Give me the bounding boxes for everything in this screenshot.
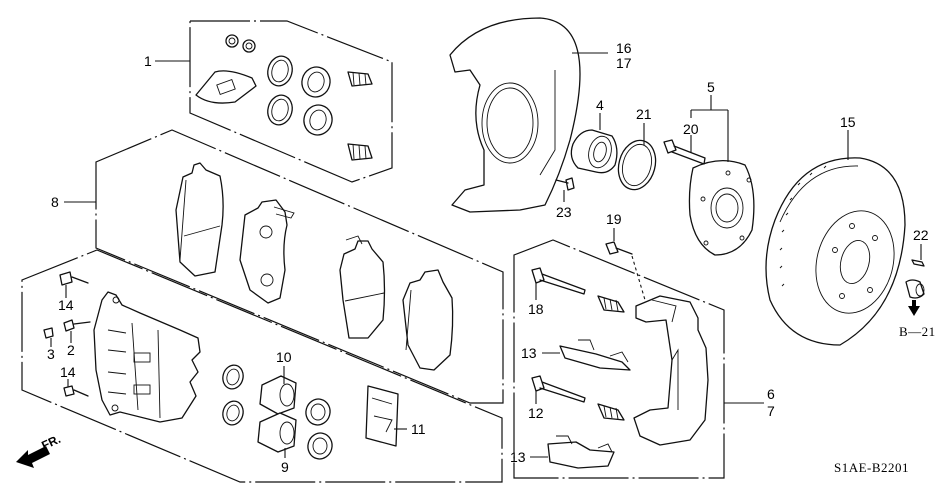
callout-1-label: 1 [144,53,152,69]
callout-9-label: 9 [281,459,289,475]
brake-pad-group [95,129,504,404]
callout-4: 4 [596,97,604,130]
spindle-nut [905,279,925,299]
callout-11: 11 [394,421,426,437]
callout-22: 22 [913,227,929,260]
brake-rotor [765,157,906,346]
callout-8: 8 [51,194,96,210]
callout-4-label: 4 [596,97,604,113]
cross-reference: B—21 [899,300,936,339]
front-arrow-icon [16,446,50,468]
callout-21: 21 [636,106,652,145]
callout-21-label: 21 [636,106,652,122]
callout-14-top: 14 [58,285,74,313]
wheel-hub [688,160,755,256]
callout-18-label: 18 [528,301,544,317]
wheel-stud [663,139,706,165]
caliper-body-group [21,249,503,483]
callout-23-label: 23 [556,204,572,220]
callout-13-bottom: 13 [510,449,548,465]
callout-17-label: 17 [616,55,632,71]
seal-kit-group [189,20,393,183]
callout-16-label: 16 [616,40,632,56]
callout-23: 23 [556,190,572,220]
callout-14-bottom-label: 14 [60,364,76,380]
callout-10-label: 10 [276,349,292,365]
callout-12-label: 12 [528,405,544,421]
hub-bearing [570,129,618,174]
down-arrow-icon [908,300,920,316]
callout-16-17: 16 17 [572,40,632,71]
caliper-bracket-group [513,239,725,479]
screw-23 [555,177,575,191]
callout-3-label: 3 [47,346,55,362]
callout-13-top-label: 13 [521,345,537,361]
callout-3: 3 [47,338,55,362]
callout-12: 12 [528,391,544,421]
snap-ring [617,139,657,191]
screw-22 [911,259,925,267]
callout-11-label: 11 [411,421,426,437]
front-direction-indicator: FR. [16,432,63,468]
callout-2: 2 [67,331,75,358]
callout-7-label: 7 [767,403,775,419]
callout-14-bottom: 14 [60,364,76,387]
callout-5-20: 5 20 [683,79,729,162]
callout-10: 10 [276,349,292,384]
callout-15-label: 15 [840,114,856,130]
splash-shield [449,17,581,213]
callout-8-label: 8 [51,194,59,210]
callout-9: 9 [281,448,289,475]
callout-22-label: 22 [913,227,929,243]
callout-5-label: 5 [707,79,715,95]
callout-2-label: 2 [67,342,75,358]
callout-18: 18 [528,283,544,317]
callout-6-7: 6 7 [724,386,775,419]
callout-19: 19 [605,211,646,301]
callout-14-top-label: 14 [58,297,74,313]
diagram-code: S1AE-B2201 [834,460,909,475]
callout-13-bottom-label: 13 [510,449,526,465]
callout-1: 1 [144,53,190,69]
callout-20-label: 20 [683,121,699,137]
callout-6-label: 6 [767,386,775,402]
callout-15: 15 [840,114,856,160]
callout-13-top: 13 [521,345,560,361]
cross-reference-label: B—21 [899,324,936,339]
front-label: FR. [39,432,62,453]
callout-19-label: 19 [606,211,622,227]
